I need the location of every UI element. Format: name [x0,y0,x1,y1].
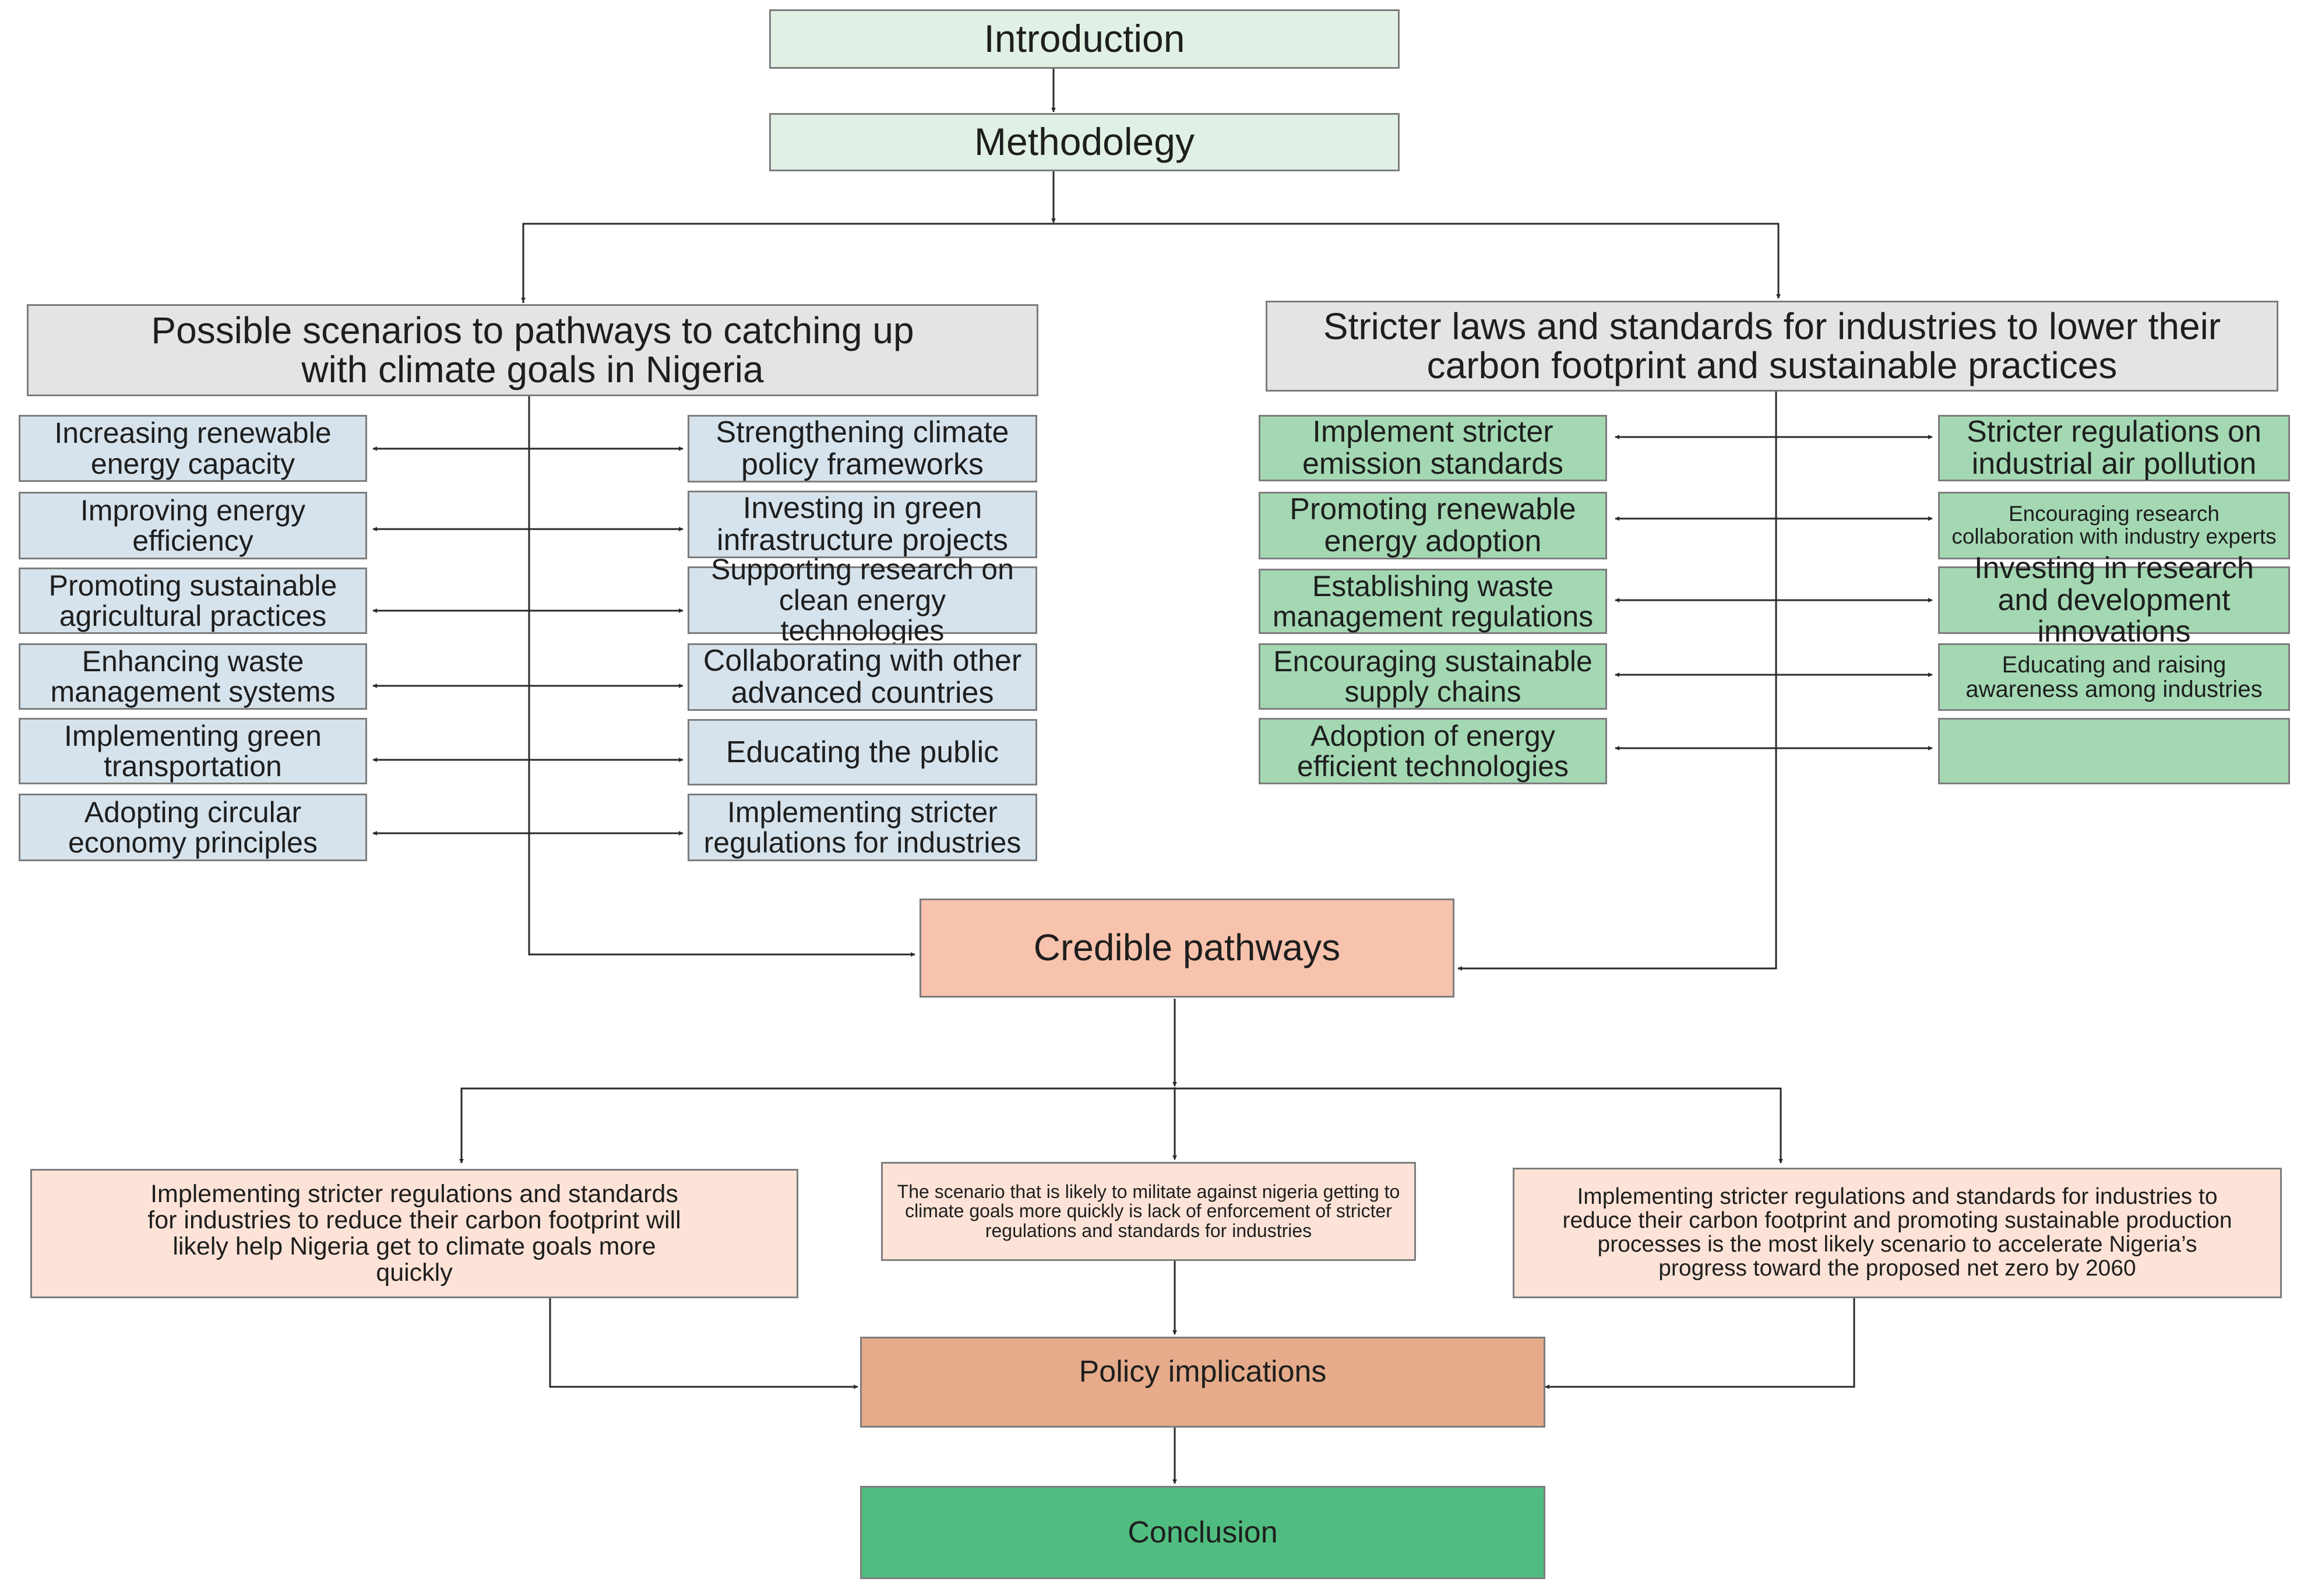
right-b-item-3: Investing in research and development in… [1938,552,2290,648]
outcome-box-1: Implementing stricter regulations and st… [30,1169,798,1298]
introduction-box: Introduction [769,9,1400,69]
right-header-label: Stricter laws and standards for industri… [1323,305,2221,386]
left-header-box: Possible scenarios to pathways to catchi… [27,304,1038,396]
left-b-item-3: Supporting research on clean energy tech… [688,554,1037,646]
arrow-outcome1-policy [549,1297,858,1389]
left-a-item-3: Promoting sustainable agricultural pract… [19,568,367,634]
right-b-item-1: Stricter regulations on industrial air p… [1938,415,2290,481]
right-spine [1457,392,1777,971]
conclusion-label: Conclusion [1128,1515,1278,1549]
arrow-outcome3-policy [1545,1297,1855,1389]
branch-line-top [522,223,1780,303]
left-a-item-4: Enhancing waste management systems [19,643,367,710]
policy-implications-label: Policy implications [1079,1355,1327,1389]
branch-line-outcomes [460,1087,1782,1163]
right-a-item-2: Promoting renewable energy adoption [1259,492,1607,559]
left-spine [528,396,915,957]
methodology-label: Methodoleg​y [974,120,1195,164]
left-a-item-2: Improving energy efficiency [19,492,367,559]
left-b-item-5: Educating the public [688,719,1037,785]
right-a-item-5: Adoption of energy efficient technologie… [1259,718,1607,784]
right-a-item-3: Establishing waste management regulation… [1259,569,1607,634]
right-header-box: Stricter laws and standards for industri… [1266,301,2278,392]
outcome-box-2: The scenario that is likely to militate … [881,1162,1416,1261]
methodology-box: Methodoleg​y [769,113,1400,171]
left-header-label: Possible scenarios to pathways to catchi… [151,309,914,390]
right-b-item-4: Educating and raising awareness among in… [1938,643,2290,711]
conclusion-box: Conclusion [860,1486,1545,1579]
policy-implications-box: Policy implications [860,1337,1545,1428]
credible-pathways-box: Credible pathways [919,899,1454,998]
credible-pathways-label: Credible pathways [1033,926,1341,969]
left-a-item-5: Implementing green transportation [19,718,367,784]
right-b-item-5 [1938,718,2290,784]
left-a-item-6: Adopting circular economy principles [19,794,367,861]
introduction-label: Introduction [984,17,1185,61]
left-b-item-1: Strengthening climate policy frameworks [688,415,1037,482]
left-b-item-4: Collaborating with other advanced countr… [688,643,1037,711]
right-a-item-1: Implement stricter emission standards [1259,415,1607,481]
outcome-box-3: Implementing stricter regulations and st… [1513,1168,2282,1298]
left-a-item-1: Increasing renewable energy capacity [19,415,367,482]
right-b-item-2: Encouraging research collaboration with … [1938,492,2290,559]
left-b-item-6: Implementing stricter regulations for in… [688,794,1037,861]
left-b-item-2: Investing in green infrastructure projec… [688,491,1037,558]
right-a-item-4: Encouraging sustainable supply chains [1259,643,1607,710]
